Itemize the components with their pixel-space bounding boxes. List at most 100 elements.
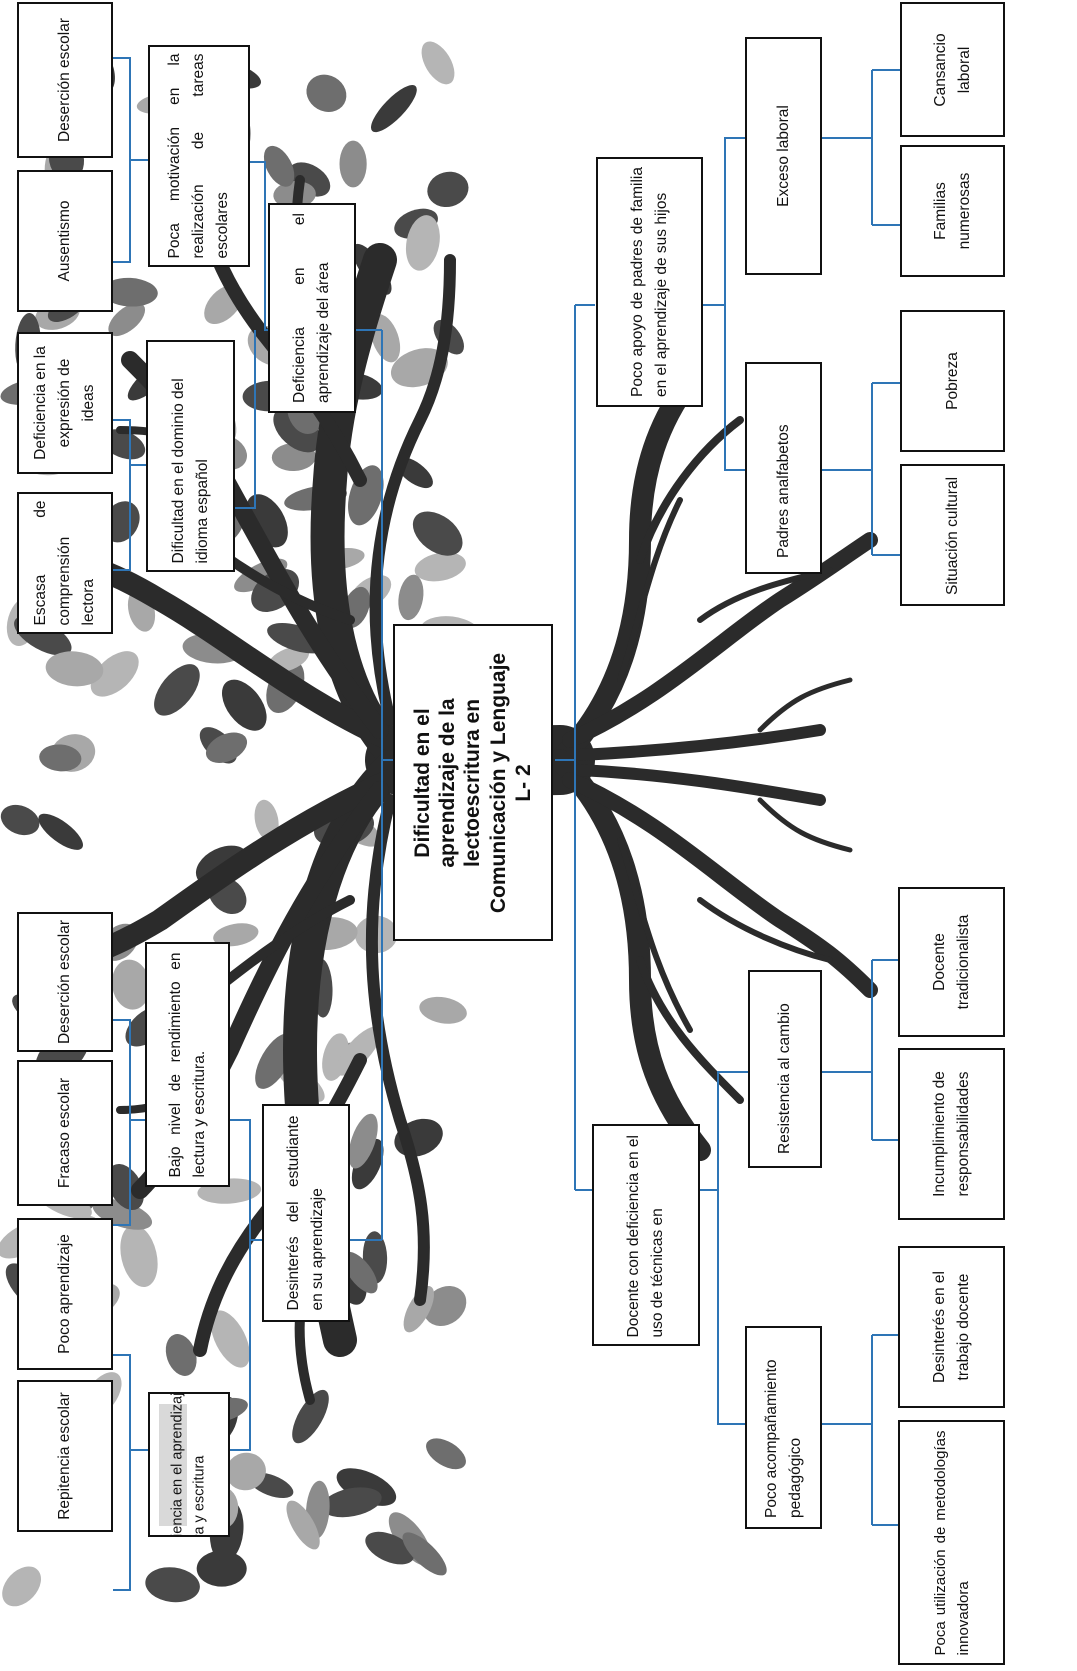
leaf <box>108 302 146 337</box>
box-desercion-bottom: Deserción escolar <box>17 912 113 1052</box>
box-bajo-nivel: Bajo nivel de rendimiento en lectura y e… <box>145 942 230 1187</box>
label-poca-util: Poca utilización de metodologías innovad… <box>931 1430 972 1655</box>
leaf <box>365 1531 415 1565</box>
label-desinteres-estudiante: Desinterés del estudiante en su aprendiz… <box>284 1115 326 1311</box>
box-padres: Padres analfabetos <box>745 362 822 574</box>
label-desinteres-docente: Desinterés en el trabajo docente <box>930 1271 972 1384</box>
conn-bajo <box>230 1119 265 1451</box>
box-deficiencia-expresion: Deficiencia en la expresión de ideas <box>17 332 113 474</box>
box-deficiencia-area: Deficiencia en el aprendizaje del área <box>268 203 356 413</box>
leaf <box>263 145 295 187</box>
central-line-2: aprendizaje de la <box>436 697 460 868</box>
box-desercion-top: Deserción escolar <box>17 2 113 158</box>
leaf <box>210 1310 250 1368</box>
leaf <box>419 996 467 1024</box>
leaf <box>92 1198 153 1230</box>
conn-dominio-area <box>235 330 256 509</box>
label-fracaso: Fracaso escolar <box>55 1077 73 1189</box>
leaf <box>321 1487 382 1518</box>
label-situacion: Situación cultural <box>943 476 961 595</box>
leaf <box>351 1138 384 1190</box>
conn-repitencia <box>113 1354 148 1591</box>
label-deficiencia-area: Deficiencia en el aprendizaje del área <box>290 213 332 403</box>
box-deficiencia-lectura: Deficiencia en el aprendizaje de lectura… <box>148 1392 230 1537</box>
label-familias: Familias numerosas <box>931 172 973 250</box>
box-poca-motivacion: Poca motivación en la realización de tar… <box>148 45 250 267</box>
leaf <box>102 277 158 307</box>
leaf <box>412 511 463 556</box>
box-ausentismo: Ausentismo <box>17 170 113 312</box>
leaf <box>339 140 367 188</box>
label-padres: Padres analfabetos <box>774 424 792 558</box>
leaf <box>225 1452 266 1491</box>
leaf <box>39 744 82 772</box>
leaf <box>292 1389 329 1444</box>
label-deficiencia-lectura: Deficiencia en el aprendizaje de lectura… <box>169 1392 208 1537</box>
leaf <box>348 1113 378 1169</box>
box-docente-def: Docente con deficiencia en el uso de téc… <box>592 1124 700 1346</box>
box-cansancio: Cansancio laboral <box>900 2 1005 137</box>
leaf <box>306 74 347 112</box>
label-poco-apoyo: Poco apoyo de padres de familia en el ap… <box>628 167 670 397</box>
box-poca-util: Poca utilización de metodologías innovad… <box>898 1420 1005 1665</box>
label-dificultad-dominio: Dificultad en el dominio del idioma espa… <box>169 378 211 564</box>
leaf <box>405 215 440 271</box>
leaf <box>398 574 424 621</box>
box-fracaso: Fracaso escolar <box>17 1060 113 1206</box>
conn-resistencia <box>822 959 898 1141</box>
conn-exceso <box>822 69 900 226</box>
leaf <box>165 1334 197 1376</box>
box-situacion: Situación cultural <box>900 464 1005 606</box>
leaf <box>421 41 455 85</box>
label-poco-aprendizaje: Poco aprendizaje <box>55 1234 73 1354</box>
leaf <box>414 552 466 582</box>
conn-apoyo <box>575 137 745 471</box>
leaf <box>403 1286 435 1333</box>
box-desinteres-docente: Desinterés en el trabajo docente <box>898 1246 1005 1408</box>
conn-fracaso <box>113 1019 148 1226</box>
box-escasa-comprension: Escasa de comprensión lectora <box>17 492 113 634</box>
conn-motivation <box>113 57 148 263</box>
leaf <box>213 923 259 947</box>
central-line-4: Comunicación y Lenguaje <box>486 652 510 913</box>
label-desercion-bottom: Deserción escolar <box>55 919 73 1045</box>
leaf <box>370 314 401 363</box>
leaf <box>426 1438 466 1470</box>
leaf <box>154 664 200 716</box>
leaf <box>343 1251 378 1294</box>
label-docente-trad: Docente tradicionalista <box>930 914 972 1010</box>
central-line-1: Dificultad en el <box>411 707 435 858</box>
box-incumplimiento: Incumplimiento de responsabilidades <box>898 1048 1005 1220</box>
box-poco-acomp: Poco acompañamiento pedagógico <box>745 1326 822 1529</box>
leaf <box>370 85 417 133</box>
label-escasa-comprension: Escasa de comprensión lectora <box>31 500 98 626</box>
leaf <box>221 679 267 731</box>
central-line-5: L- 2 <box>511 763 535 802</box>
label-repitencia: Repitencia escolar <box>55 1392 73 1520</box>
leaf <box>38 813 83 850</box>
box-familias: Familias numerosas <box>900 145 1005 277</box>
label-ausentismo: Ausentismo <box>55 200 73 282</box>
leaf <box>402 1532 447 1576</box>
label-bajo-nivel: Bajo nivel de rendimiento en lectura y e… <box>166 952 208 1177</box>
leaf <box>145 1567 200 1603</box>
leaf <box>107 1164 144 1210</box>
leaf <box>196 1550 247 1587</box>
leaf <box>205 732 248 763</box>
label-poco-acomp: Poco acompañamiento pedagógico <box>762 1358 804 1518</box>
box-poco-aprendizaje: Poco aprendizaje <box>17 1218 113 1370</box>
label-poca-motivacion: Poca motivación en la realización de tar… <box>165 53 232 259</box>
leaf <box>427 171 469 208</box>
box-docente-trad: Docente tradicionalista <box>898 887 1005 1037</box>
leaf <box>45 651 104 687</box>
leaf <box>120 1224 158 1288</box>
label-cansancio: Cansancio laboral <box>931 32 973 107</box>
label-desercion-top: Deserción escolar <box>55 17 73 143</box>
leaf <box>2 1566 41 1607</box>
box-pobreza: Pobreza <box>900 310 1005 452</box>
box-exceso: Exceso laboral <box>745 37 822 275</box>
box-dificultad-dominio: Dificultad en el dominio del idioma espa… <box>146 340 235 572</box>
conn-padres <box>822 382 900 556</box>
